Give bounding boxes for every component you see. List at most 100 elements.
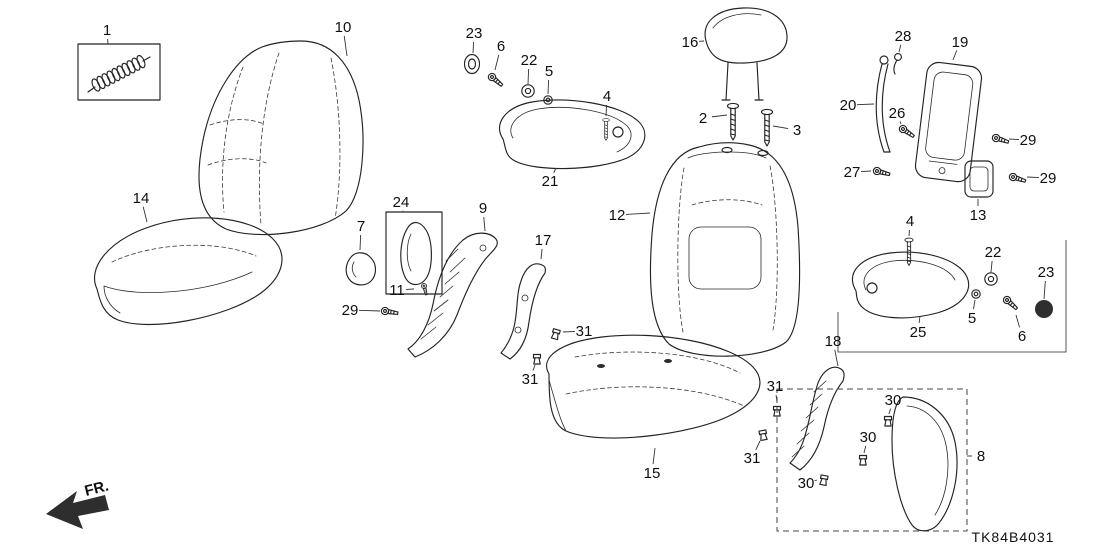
callout-leader-line — [898, 44, 902, 53]
part-28-drawing — [893, 53, 902, 75]
callout-label: 30 — [885, 392, 902, 409]
screw-29-icon — [990, 132, 1011, 147]
diagram-code: TK84B4031 — [972, 529, 1055, 545]
callout-label: 9 — [479, 200, 487, 217]
callout-leader-line — [711, 114, 728, 118]
callout-leader-line — [1015, 314, 1020, 328]
callout-leader-line — [343, 35, 348, 57]
callout-leader-line — [1043, 280, 1046, 300]
part-21-armrest-drawing — [498, 99, 646, 170]
cap-23-icon — [1035, 300, 1053, 318]
part-14-cushion-cover-drawing — [94, 217, 283, 326]
fr-direction-indicator: FR. — [46, 478, 110, 529]
callout-leader-line — [142, 206, 148, 223]
clip-30-icon — [883, 415, 893, 427]
bolt-3-icon — [760, 108, 774, 147]
callout-leader-line — [990, 260, 993, 273]
callout-leader-line — [755, 440, 761, 451]
callout-label: 2 — [699, 110, 707, 127]
callout-leader-line — [483, 216, 486, 232]
clip-31-icon — [550, 328, 561, 341]
part-17-bracket-drawing — [500, 263, 546, 360]
callout-leader-line — [540, 248, 543, 260]
callout-label: 16 — [682, 34, 699, 51]
part-1-spring-drawing — [77, 43, 161, 101]
callout-leader-line — [772, 125, 789, 129]
clip-31-icon — [758, 429, 769, 442]
callout-label: 14 — [133, 190, 150, 207]
callout-label: 8 — [977, 448, 985, 465]
callout-leader-line — [973, 299, 976, 310]
callout-leader-line — [562, 330, 576, 333]
part-10-seatback-cover-drawing — [198, 40, 364, 236]
screw-27-icon — [872, 166, 892, 179]
callout-label: 19 — [952, 34, 969, 51]
part-7-drawing — [345, 252, 377, 286]
callout-label: 23 — [466, 25, 483, 42]
callout-label: 12 — [609, 207, 626, 224]
callout-label: 30 — [798, 475, 815, 492]
callout-leader-line — [814, 479, 818, 482]
part-16-headrest-drawing — [704, 7, 788, 101]
callout-label: 31 — [576, 323, 593, 340]
callout-leader-line — [860, 170, 872, 172]
callout-leader-line — [527, 68, 530, 85]
callout-leader-line — [605, 104, 607, 117]
bolt-2-icon — [726, 102, 740, 141]
callout-leader-line — [532, 364, 536, 371]
callout-label: 28 — [895, 28, 912, 45]
callout-label: 22 — [985, 244, 1002, 261]
callout-label: 10 — [335, 19, 352, 36]
callout-leader-line — [547, 79, 550, 95]
callout-label: 31 — [522, 371, 539, 388]
fr-arrow-icon — [46, 491, 109, 529]
bolt-4-icon — [602, 118, 610, 141]
group-bracket-line — [837, 240, 1067, 353]
callout-leader-line — [1026, 176, 1040, 179]
part-24-group-drawing — [385, 211, 443, 296]
callout-leader-line — [834, 349, 839, 367]
callout-label: 11 — [389, 282, 405, 299]
fr-label: FR. — [83, 478, 111, 500]
callout-label: 17 — [535, 232, 552, 249]
callout-label: 3 — [793, 122, 801, 139]
callout-label: 31 — [767, 378, 784, 395]
callout-leader-line — [494, 54, 500, 71]
callout-label: 15 — [644, 465, 661, 482]
callout-label: 4 — [906, 213, 914, 230]
screw-29-icon — [1007, 171, 1028, 186]
callout-label: 31 — [744, 450, 761, 467]
callout-leader-line — [359, 234, 362, 251]
callout-label: 6 — [1018, 328, 1026, 345]
washer-22-icon — [984, 272, 998, 286]
callout-label: 25 — [910, 324, 927, 341]
callout-label: 29 — [342, 302, 359, 319]
callout-leader-line — [952, 50, 958, 61]
callout-label: 26 — [889, 105, 906, 122]
callout-leader-line — [472, 41, 475, 54]
bolt-6-icon — [1001, 294, 1020, 312]
callout-label: 18 — [825, 333, 842, 350]
callout-leader-line — [856, 103, 875, 106]
callout-label: 29 — [1040, 170, 1057, 187]
part-18-bracket-drawing — [789, 366, 845, 471]
callout-leader-line — [863, 445, 867, 454]
callout-label: 5 — [968, 310, 976, 327]
callout-label: 27 — [844, 164, 861, 181]
part-15-cushion-drawing — [546, 334, 761, 439]
callout-label: 21 — [542, 173, 559, 190]
callout-leader-line — [358, 309, 381, 312]
clip-31-icon — [532, 353, 542, 365]
callout-leader-line — [918, 315, 921, 324]
grommet-23-icon — [463, 53, 481, 75]
part-9-track-cover-drawing — [407, 232, 498, 358]
screw-29-icon — [380, 306, 400, 318]
callout-label: 23 — [1038, 264, 1055, 281]
bolt-6-icon — [486, 71, 505, 89]
part-25-armrest-drawing — [851, 251, 970, 319]
callout-leader-line — [775, 394, 778, 403]
callout-leader-line — [1008, 138, 1020, 140]
callout-label: 13 — [970, 207, 987, 224]
